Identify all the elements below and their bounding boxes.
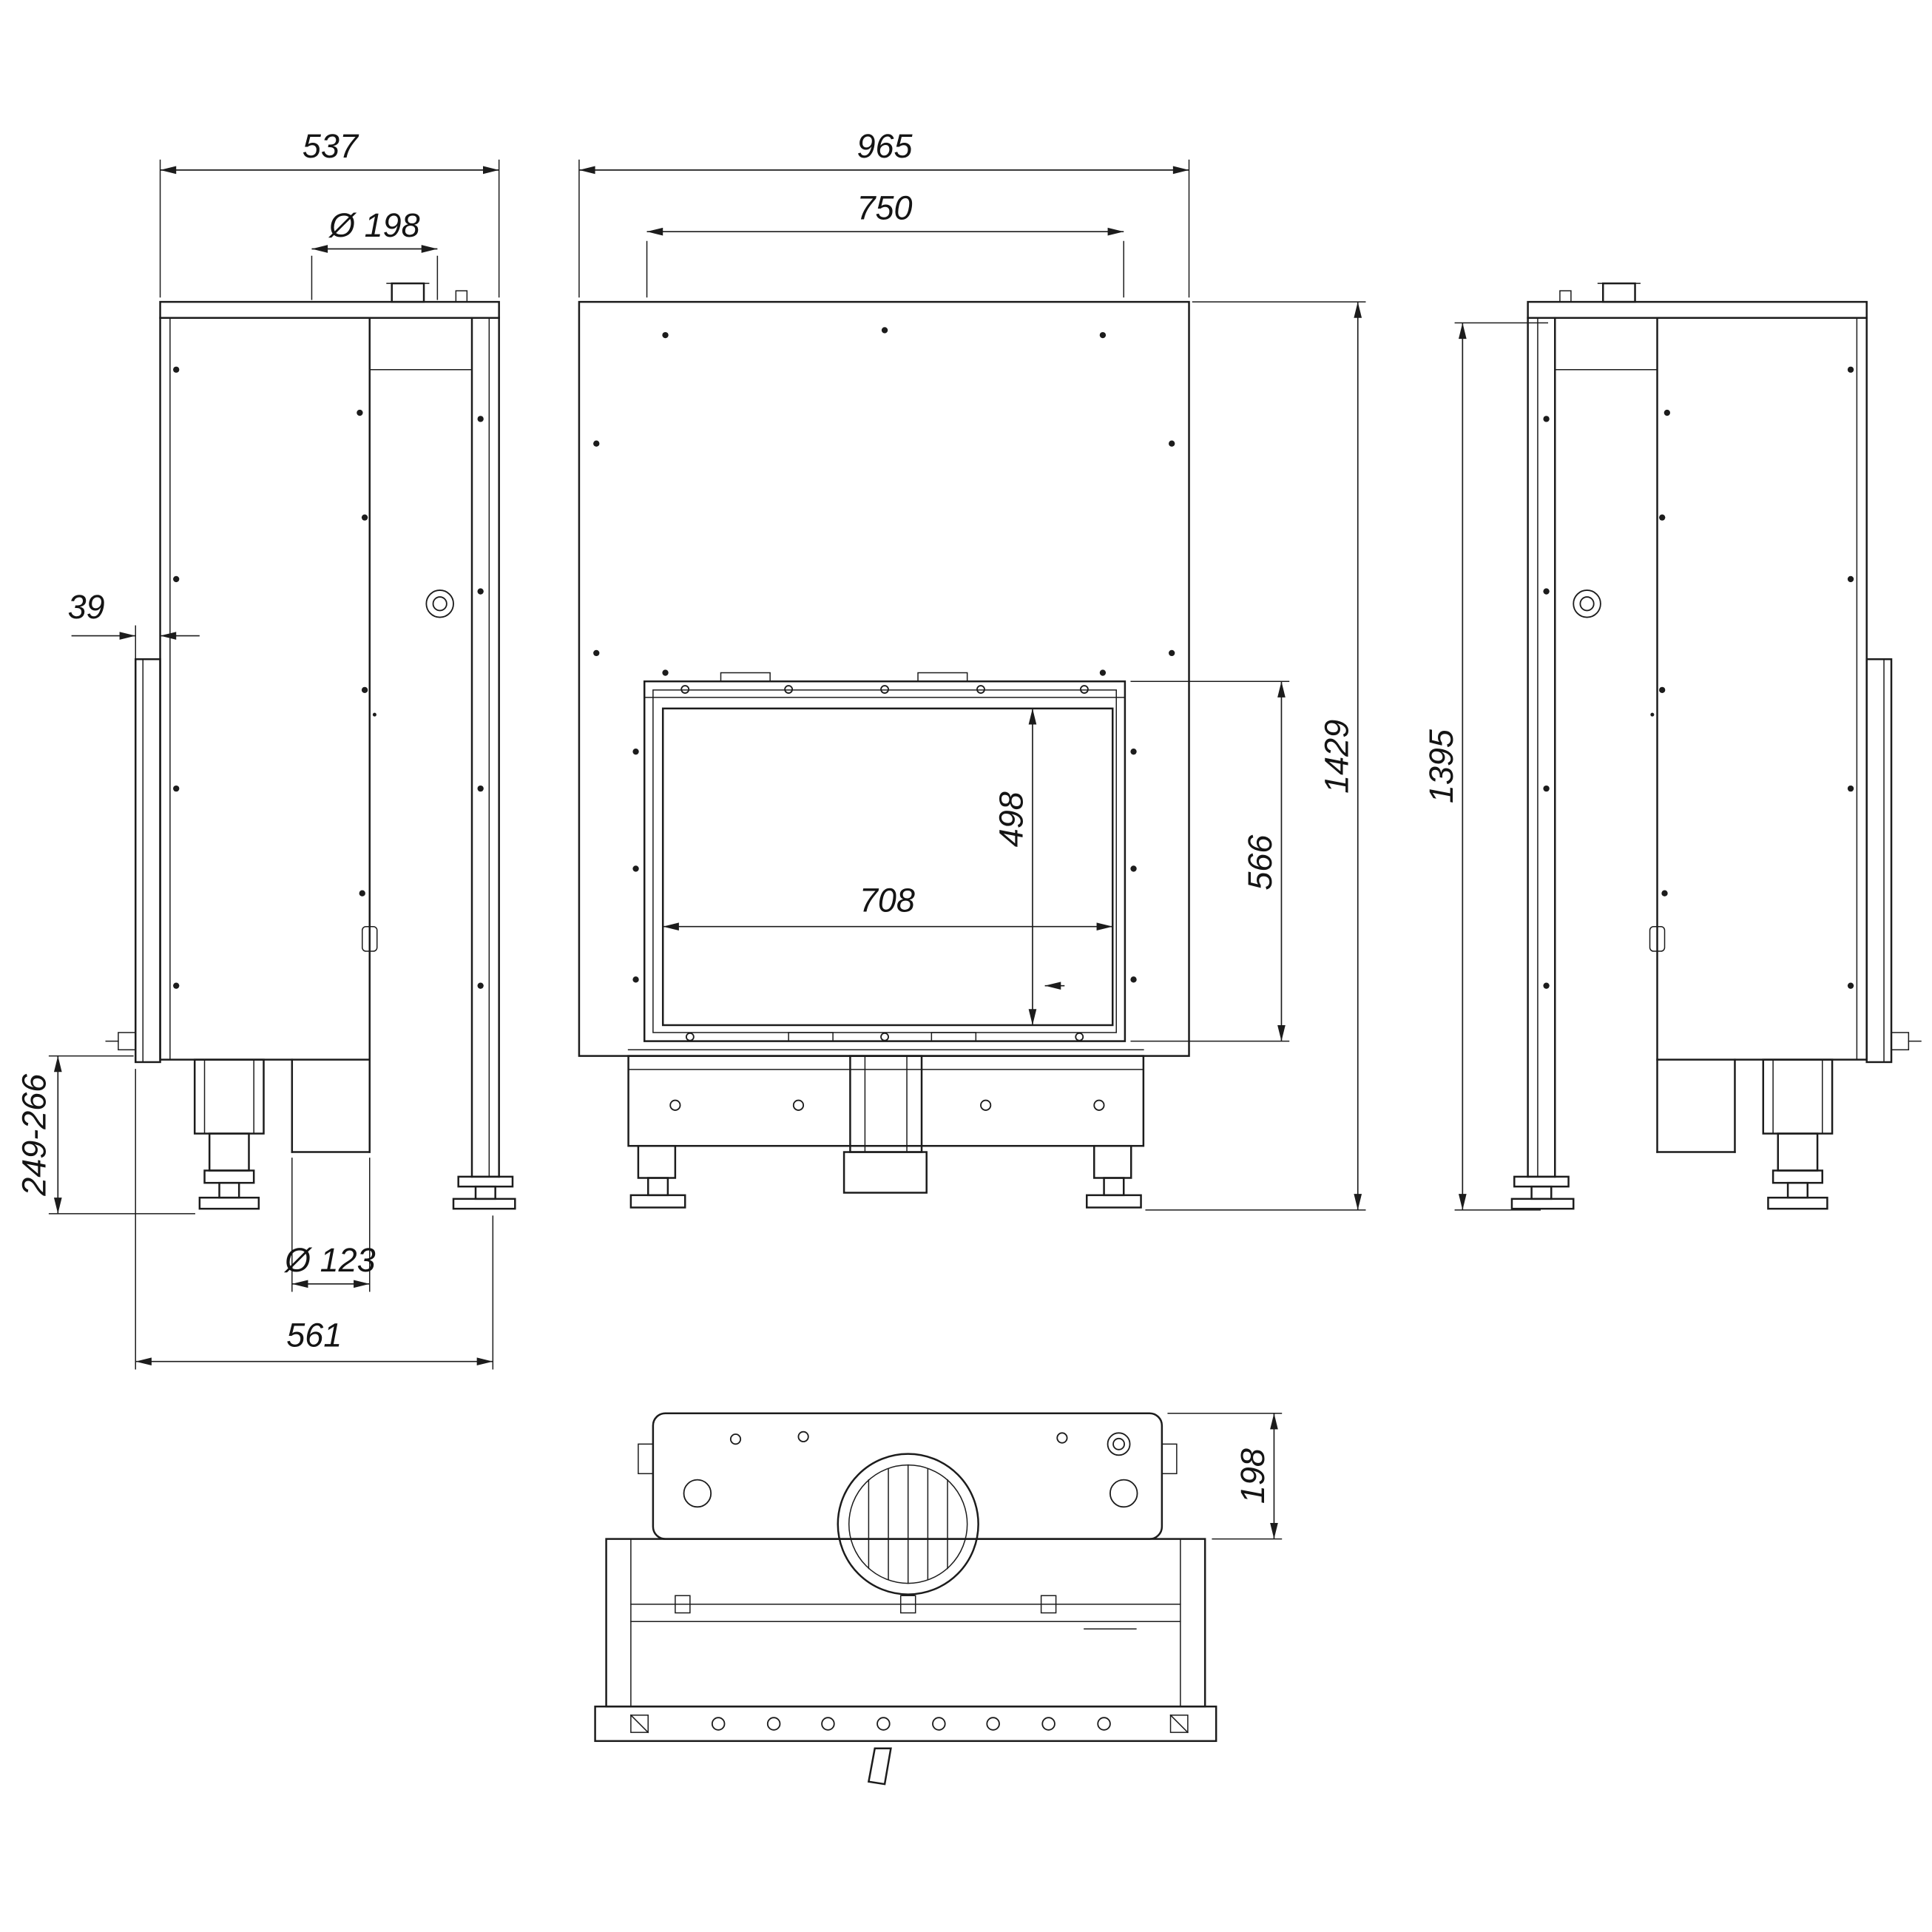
dim-39: 39 bbox=[68, 588, 105, 626]
front-dimensions: 965 750 498 708 566 1429 bbox=[578, 127, 1366, 1211]
dim-561: 561 bbox=[286, 1317, 342, 1354]
side-left-dimensions: 537 Ø 198 39 249-266 Ø 123 561 bbox=[16, 127, 500, 1370]
dim-198: 198 bbox=[1234, 1448, 1271, 1504]
dim-498: 498 bbox=[993, 791, 1030, 847]
top-dimensions: 198 bbox=[1167, 1412, 1283, 1540]
side-right-dimensions: 1395 bbox=[1422, 322, 1549, 1211]
dim-outlet-diameter: Ø 123 bbox=[283, 1241, 376, 1279]
dim-1429: 1429 bbox=[1317, 720, 1355, 794]
side-view-body bbox=[105, 282, 516, 1210]
dim-750: 750 bbox=[857, 189, 913, 227]
dim-965: 965 bbox=[857, 127, 913, 165]
top-view-body bbox=[594, 1412, 1217, 1786]
dim-flue-diameter: Ø 198 bbox=[328, 206, 420, 244]
side-view-right-body bbox=[1510, 282, 1922, 1210]
dim-537: 537 bbox=[303, 127, 359, 165]
dim-708: 708 bbox=[859, 882, 915, 919]
front-view-body bbox=[578, 300, 1190, 1209]
dim-249-266: 249-266 bbox=[16, 1073, 53, 1197]
dim-566: 566 bbox=[1241, 834, 1279, 891]
door-handle bbox=[867, 1747, 892, 1786]
dim-1395: 1395 bbox=[1422, 729, 1460, 803]
